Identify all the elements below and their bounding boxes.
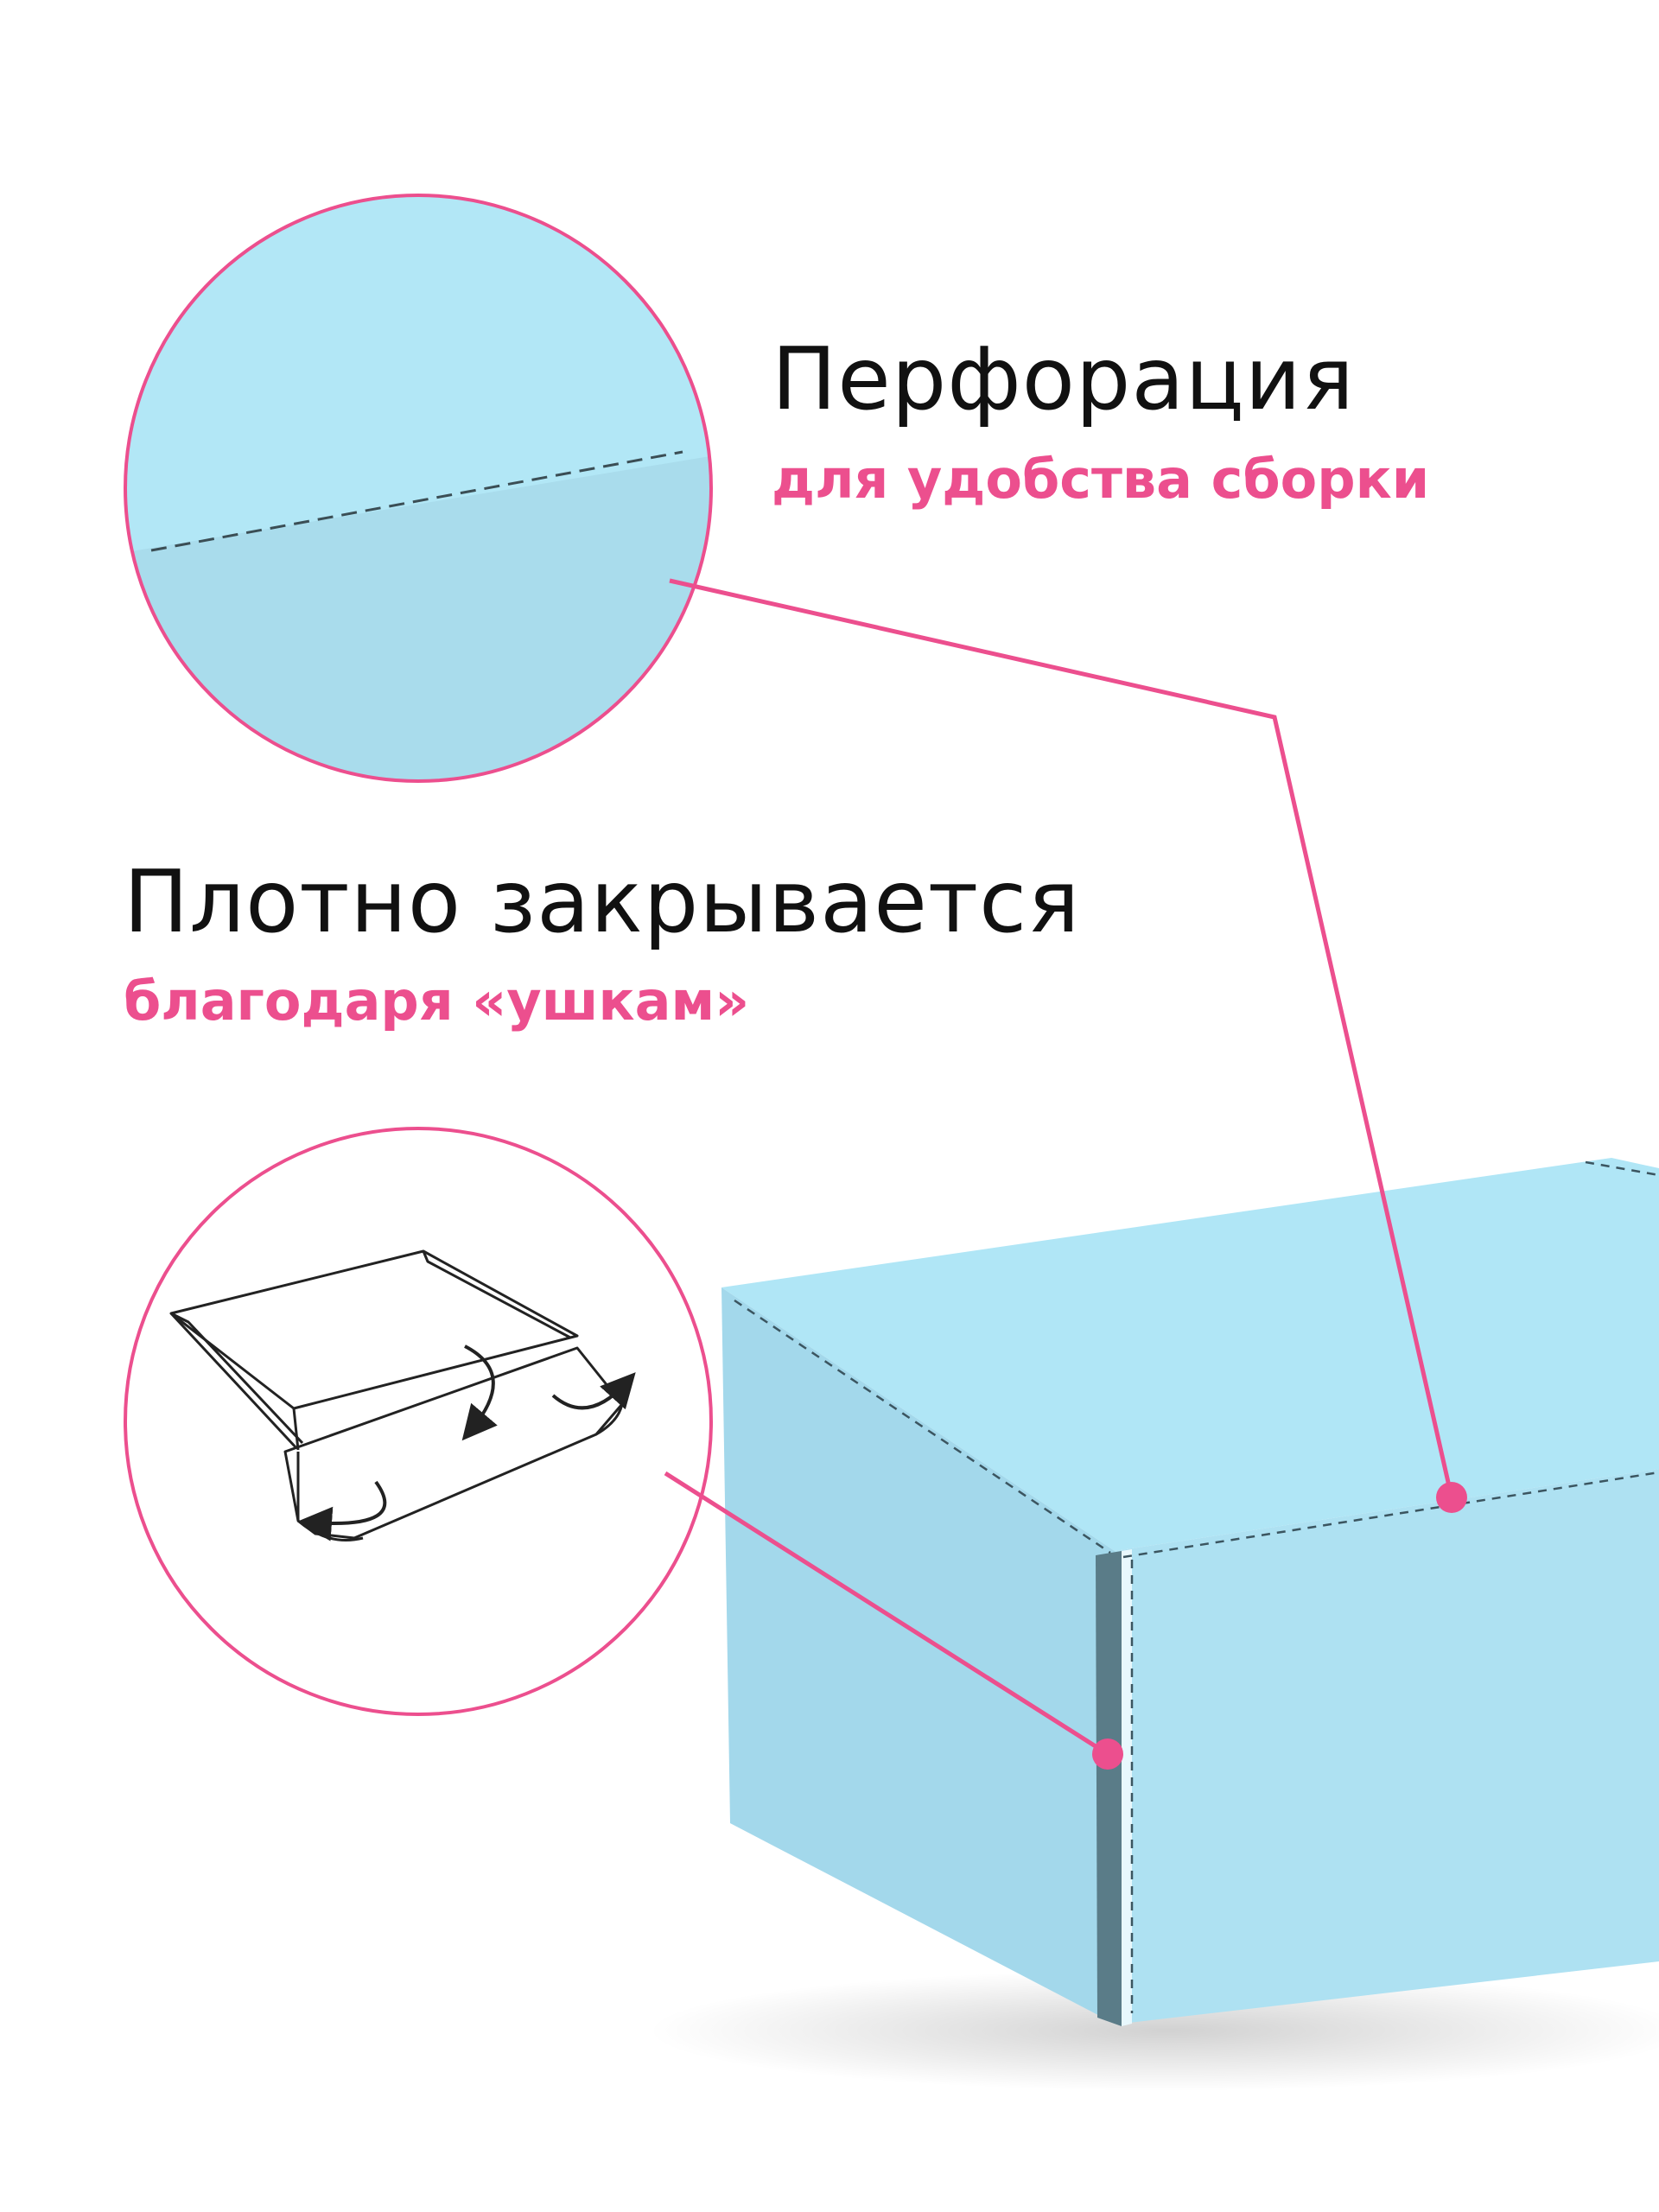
box-lid-top bbox=[721, 1158, 1659, 1551]
callout-dot-ears bbox=[1092, 1738, 1123, 1770]
box-line-drawing bbox=[169, 1249, 625, 1541]
perforation-zoom-circle bbox=[124, 194, 713, 783]
zoom-circle-outline-bottom bbox=[124, 1127, 713, 1716]
ears-zoom-circle bbox=[124, 1127, 713, 1716]
box-shadow bbox=[648, 1970, 1659, 2091]
fold-arrow-icon-left bbox=[297, 1480, 387, 1541]
perforation-subtitle: для удобства сборки bbox=[772, 448, 1430, 511]
perforation-line-front bbox=[1122, 1471, 1659, 1559]
perforation-line-back bbox=[1585, 1160, 1659, 1177]
box-side-face bbox=[721, 1287, 1115, 2024]
box-front-face bbox=[1115, 1469, 1659, 2024]
fold-arrow-icon bbox=[461, 1344, 498, 1441]
perforation-dashes bbox=[150, 450, 683, 552]
callout-line-perforation bbox=[669, 578, 1454, 1498]
zoom-circle-outline-top bbox=[124, 194, 713, 783]
fold-arrow-icon-right bbox=[551, 1372, 636, 1410]
perforation-line-lid-edge bbox=[734, 1299, 1111, 1554]
closure-subtitle: благодаря «ушкам» bbox=[124, 969, 750, 1033]
mailer-box bbox=[721, 1158, 1659, 2026]
callout-line-ears bbox=[664, 1471, 1109, 1757]
box-seam bbox=[1096, 1551, 1122, 2026]
callout-dot-perforation bbox=[1436, 1482, 1467, 1513]
box-seam-highlight bbox=[1122, 1549, 1132, 2026]
perforation-title: Перфорация bbox=[772, 328, 1355, 429]
closure-title: Плотно закрывается bbox=[124, 851, 1081, 952]
